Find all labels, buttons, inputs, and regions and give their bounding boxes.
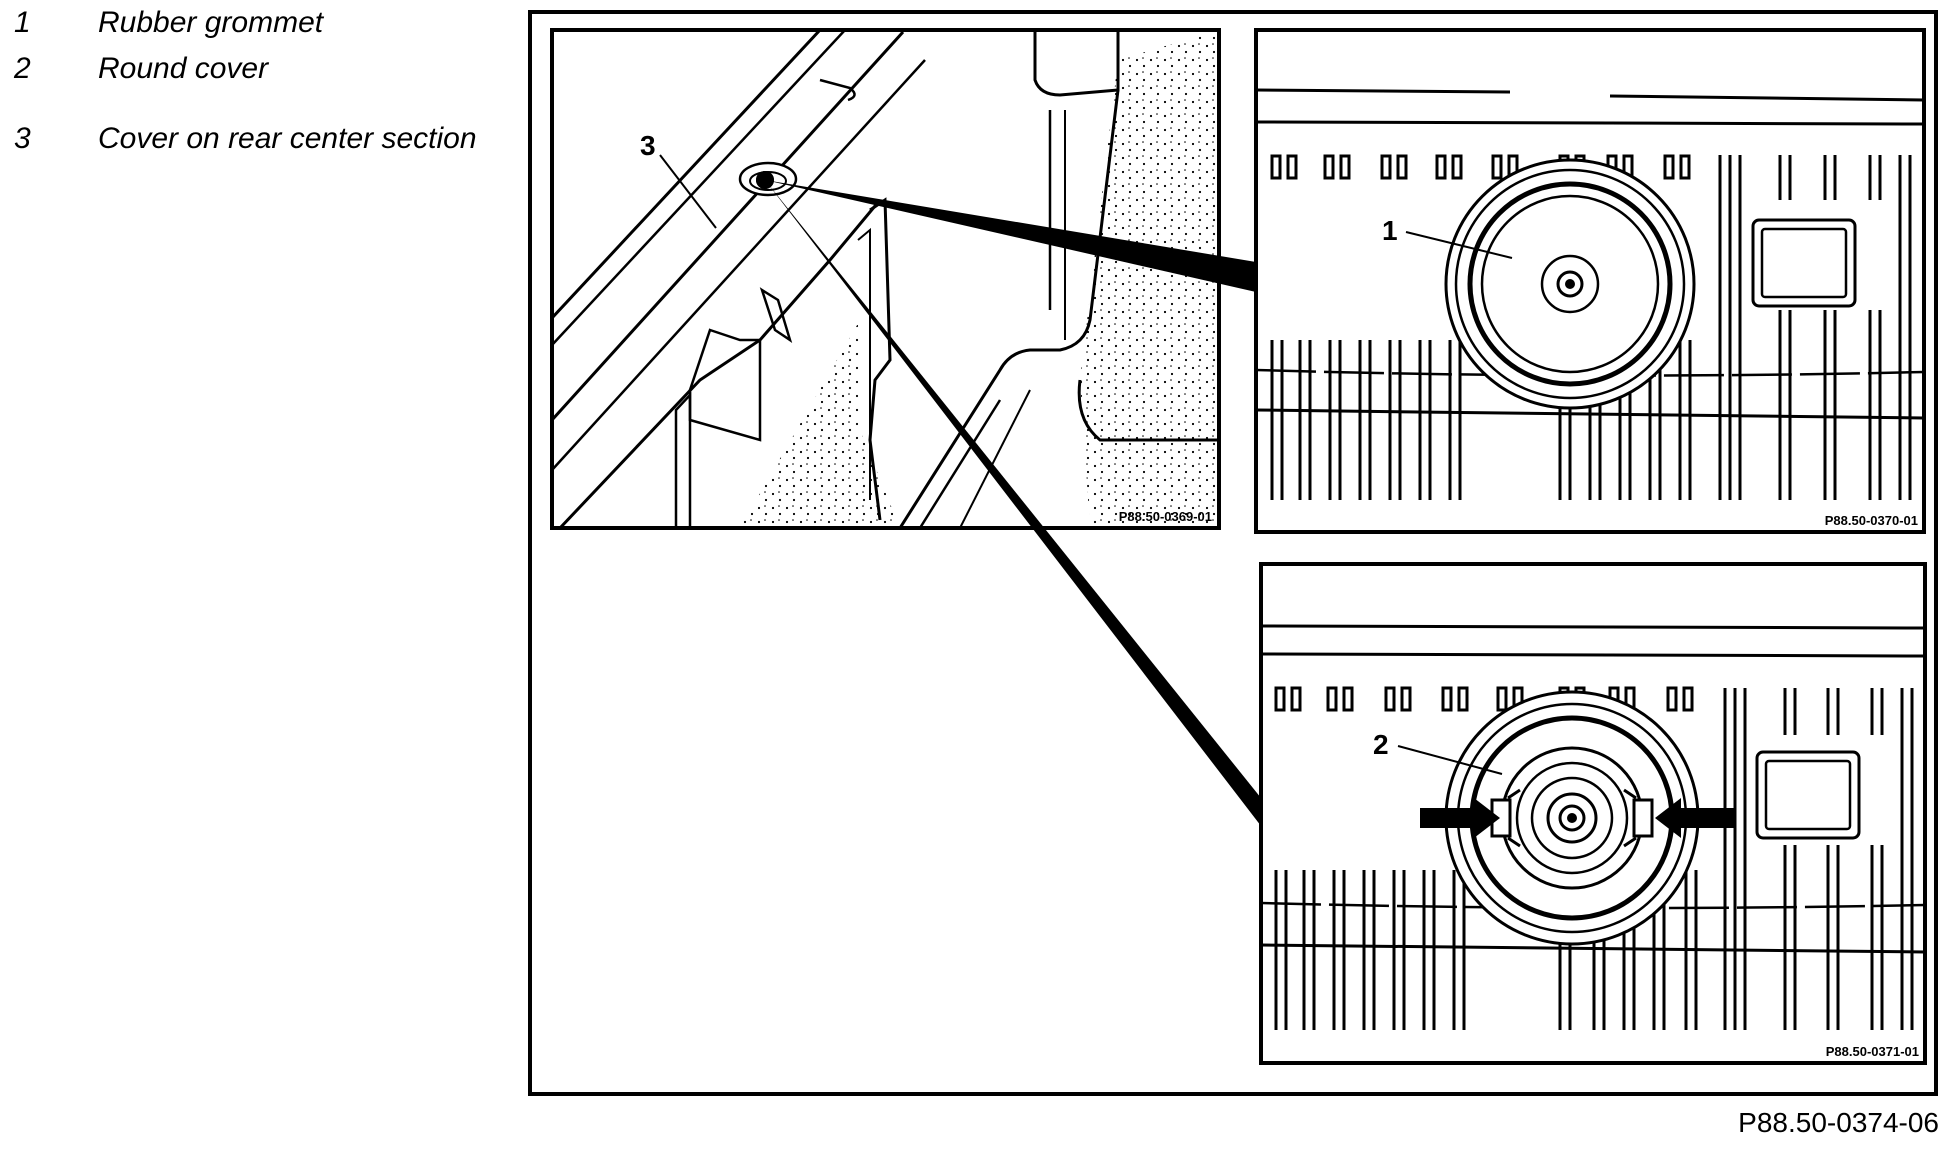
legend-label: Round cover	[98, 52, 269, 85]
callout-2-label: 2	[1373, 729, 1389, 760]
detail-spot	[756, 171, 774, 189]
zoom-connector-bottom	[765, 180, 1261, 826]
legend-number: 2	[14, 52, 31, 85]
callout-1-leader	[1405, 231, 1513, 259]
round-cover-detail-drawing	[1261, 624, 1925, 1030]
callout-3-leader	[659, 154, 717, 229]
callout-1-label: 1	[1382, 215, 1398, 246]
panel-code: P88.50-0370-01	[1825, 513, 1918, 528]
callout-3-label: 3	[640, 130, 656, 161]
figure-reference: P88.50-0374-06	[1738, 1107, 1939, 1138]
legend-label: Rubber grommet	[98, 6, 324, 39]
left-panel: 3 P88.50-0369-01	[550, 28, 1221, 530]
grommet-detail-drawing	[1256, 88, 1924, 500]
legend-label: Cover on rear center section	[98, 122, 477, 155]
zoom-connector-top	[765, 180, 1256, 292]
legend-number: 1	[14, 6, 31, 39]
panel-code: P88.50-0369-01	[1119, 509, 1212, 524]
outer-frame	[528, 10, 1938, 1096]
left-arrow-icon	[1420, 798, 1500, 838]
right-arrow-icon	[1655, 798, 1735, 838]
panel-code: P88.50-0371-01	[1826, 1044, 1919, 1059]
top-right-panel: 1 P88.50-0370-01	[1254, 28, 1926, 534]
legend-number: 3	[14, 122, 31, 155]
rear-section-drawing	[552, 30, 1219, 528]
callout-2-leader	[1397, 745, 1503, 775]
bottom-right-panel: 2 P88.50-0371-01	[1259, 562, 1927, 1065]
